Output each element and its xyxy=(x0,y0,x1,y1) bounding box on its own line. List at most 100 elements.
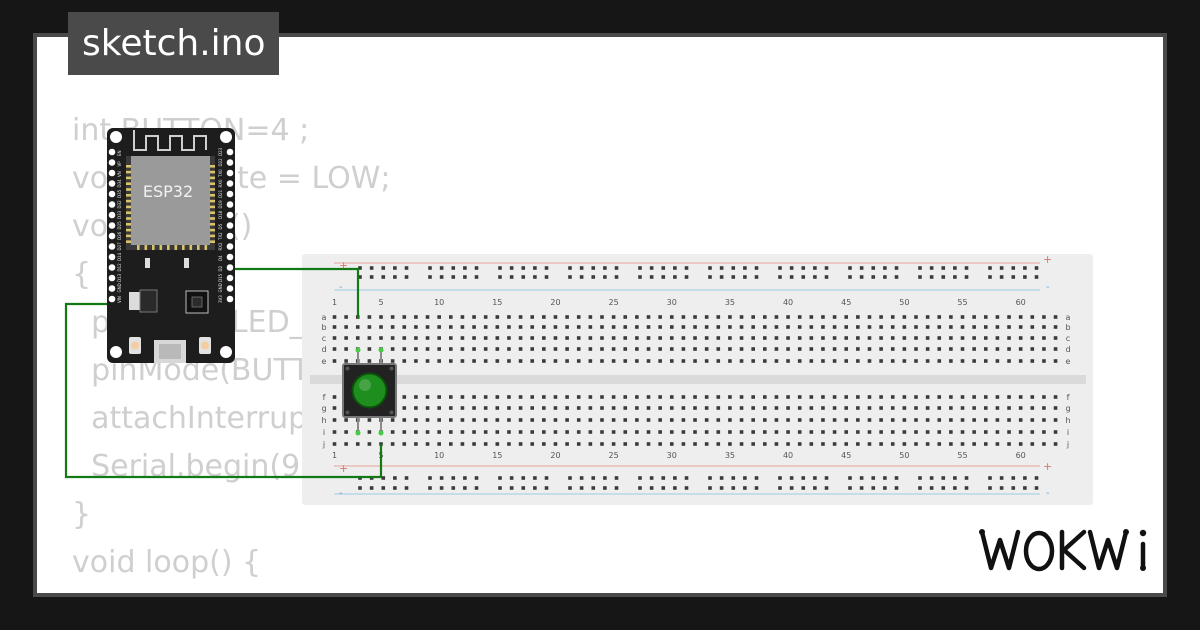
pin-label: D27 xyxy=(117,242,122,251)
code-line: void loop() { xyxy=(72,545,262,580)
esp32-pin[interactable] xyxy=(108,169,116,177)
rail-plus-label: + xyxy=(339,259,348,272)
esp32-pin[interactable] xyxy=(226,285,234,292)
column-number: 45 xyxy=(841,298,851,307)
column-number: 55 xyxy=(957,451,967,460)
column-number: 60 xyxy=(1016,298,1026,307)
pin-label: D19 xyxy=(218,200,223,209)
esp32-pin[interactable] xyxy=(226,264,234,271)
pin-label: D33 xyxy=(117,210,122,219)
esp32-pin[interactable] xyxy=(108,243,116,250)
column-number: 20 xyxy=(550,451,560,460)
esp32-module xyxy=(131,156,210,245)
esp32-board[interactable]: ESP32 ENVPVND34D35D32D33D25D26D27D14D12D… xyxy=(107,128,235,363)
esp32-pin[interactable] xyxy=(226,253,234,261)
esp32-pin[interactable] xyxy=(108,264,116,271)
row-letter: i xyxy=(1067,428,1069,437)
column-number: 55 xyxy=(957,298,967,307)
column-number: 10 xyxy=(434,298,444,307)
column-number: 50 xyxy=(899,298,909,307)
mounting-hole xyxy=(220,346,232,358)
row-letter: d xyxy=(321,345,326,354)
module-pads xyxy=(126,165,215,250)
esp32-pin[interactable] xyxy=(226,295,234,303)
wire-d4-to-button[interactable] xyxy=(227,267,360,319)
code-line: } xyxy=(72,497,92,532)
column-number: 25 xyxy=(609,298,619,307)
rail-minus-label: - xyxy=(339,282,343,293)
pin-label: TX2 xyxy=(218,232,223,241)
pin-label: D32 xyxy=(117,200,122,209)
esp32-pin[interactable] xyxy=(108,148,116,156)
column-number: 10 xyxy=(434,451,444,460)
esp32-pin[interactable] xyxy=(226,148,234,156)
wire-gnd-to-button[interactable] xyxy=(64,302,383,479)
pin-label: D2 xyxy=(218,265,223,271)
column-number: 25 xyxy=(609,451,619,460)
pin-label: D25 xyxy=(117,221,122,230)
esp32-pin[interactable] xyxy=(108,190,116,198)
pin-label: EN xyxy=(117,150,122,156)
esp32-pin[interactable] xyxy=(226,201,234,208)
row-letter: i xyxy=(323,428,325,437)
esp32-pin[interactable] xyxy=(108,285,116,292)
pin-label: D12 xyxy=(117,263,122,272)
esp32-pin[interactable] xyxy=(226,159,234,166)
column-number: 30 xyxy=(667,298,677,307)
esp32-pin[interactable] xyxy=(226,232,234,240)
pin-label: D18 xyxy=(218,210,223,219)
voltage-regulator xyxy=(139,289,158,313)
esp32-pins: ENVPVND34D35D32D33D25D26D27D14D12D13GNDV… xyxy=(108,147,234,303)
esp32-pin[interactable] xyxy=(226,222,234,229)
pin-label: 3V3 xyxy=(218,295,223,303)
breadboard-holes xyxy=(332,266,1058,490)
esp32-pin[interactable] xyxy=(108,274,116,282)
esp32-pin[interactable] xyxy=(108,201,116,208)
row-letter: e xyxy=(1066,357,1071,366)
row-letter: a xyxy=(1066,313,1071,322)
esp32-pin[interactable] xyxy=(226,169,234,177)
mounting-hole xyxy=(110,346,122,358)
pin-label: RX2 xyxy=(218,242,223,251)
esp32-chip-label: ESP32 xyxy=(143,182,193,201)
row-letter: c xyxy=(322,334,326,343)
row-letter: a xyxy=(322,313,327,322)
row-letter: h xyxy=(321,416,326,425)
rail-plus-label: + xyxy=(1043,253,1052,266)
esp32-pin[interactable] xyxy=(108,222,116,229)
column-number: 30 xyxy=(667,451,677,460)
column-number: 1 xyxy=(332,298,337,307)
esp32-pin[interactable] xyxy=(108,232,116,240)
wires xyxy=(64,267,383,479)
pin-label: VP xyxy=(117,161,122,167)
row-letter: d xyxy=(1065,345,1070,354)
esp32-pin[interactable] xyxy=(226,274,234,282)
esp32-pin[interactable] xyxy=(108,211,116,219)
rail-minus-label: - xyxy=(339,488,343,499)
file-tab[interactable]: sketch.ino xyxy=(68,12,280,75)
esp32-pin[interactable] xyxy=(226,211,234,219)
pin-label: D21 xyxy=(218,189,223,198)
code-line: attachInterrupt( xyxy=(72,401,331,436)
esp32-pin[interactable] xyxy=(108,295,116,303)
button-cap[interactable] xyxy=(351,372,388,409)
rail-minus-label: - xyxy=(1046,282,1050,293)
esp32-pin[interactable] xyxy=(108,159,116,166)
pin-label: D26 xyxy=(117,231,122,240)
esp32-pin[interactable] xyxy=(108,253,116,261)
pin-label: TX0 xyxy=(218,169,223,178)
esp32-pin[interactable] xyxy=(226,180,234,187)
column-number: 40 xyxy=(783,298,793,307)
pin-label: D14 xyxy=(117,252,122,261)
row-letter: c xyxy=(1066,334,1070,343)
esp32-pin[interactable] xyxy=(226,243,234,250)
code-line: { xyxy=(72,257,92,292)
column-number: 35 xyxy=(725,298,735,307)
mounting-hole xyxy=(110,131,122,143)
row-letter: f xyxy=(323,393,326,402)
esp32-pin[interactable] xyxy=(108,180,116,187)
esp32-pin[interactable] xyxy=(226,190,234,198)
push-button[interactable] xyxy=(342,347,397,436)
pin-label: D5 xyxy=(218,223,223,229)
